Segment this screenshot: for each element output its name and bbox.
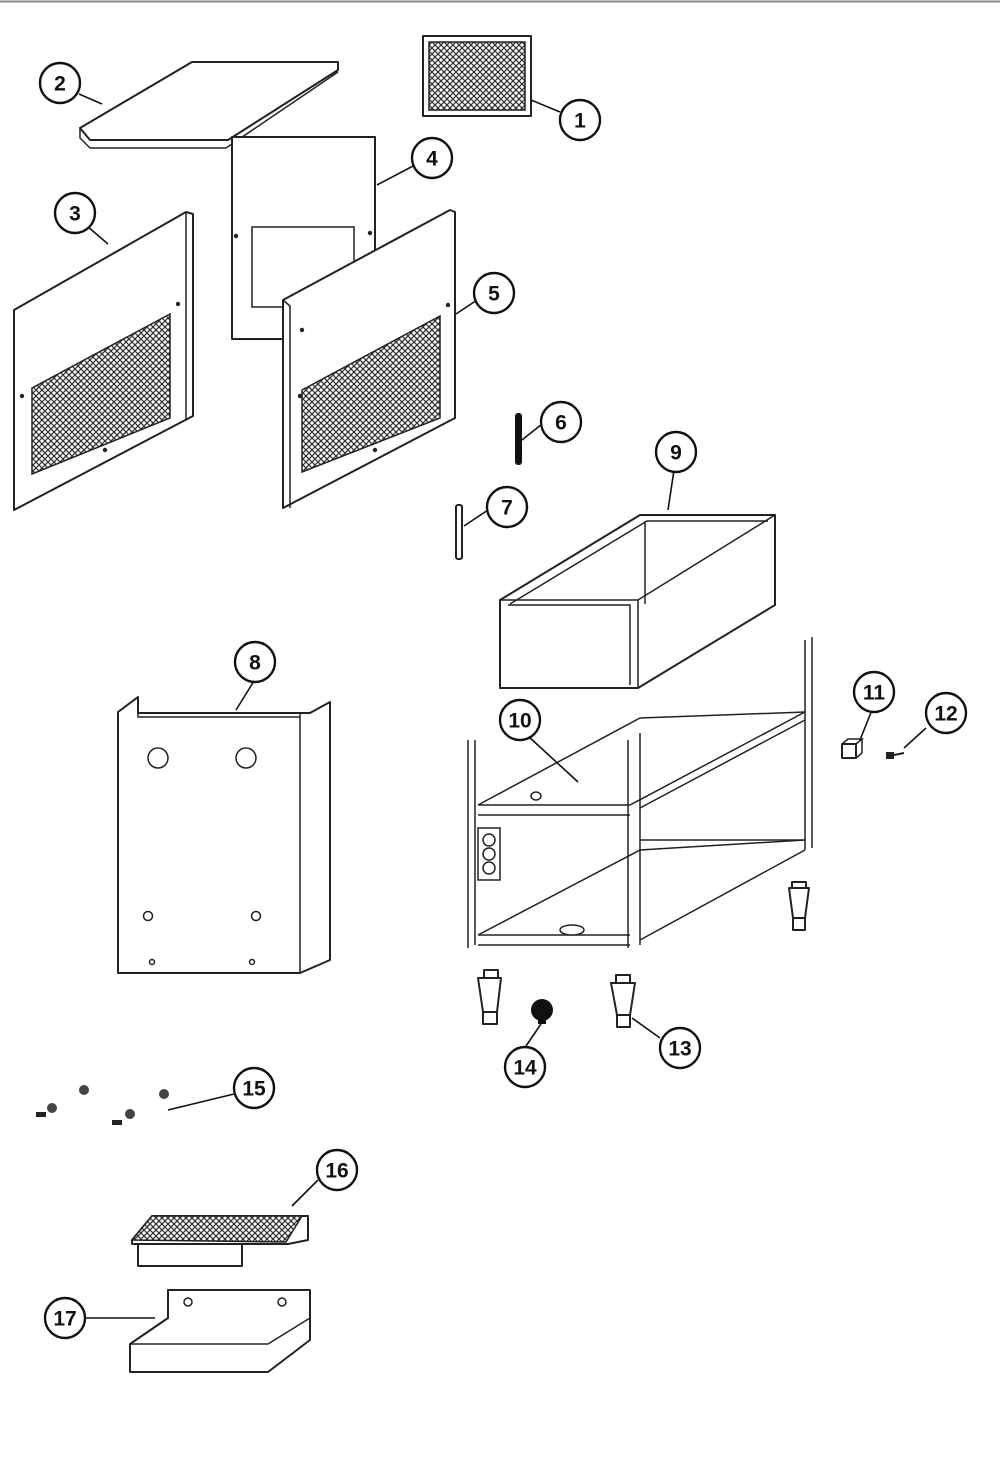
part-3-left-side-panel xyxy=(13,211,194,511)
callout-6: 6 xyxy=(539,400,583,444)
leader-lines xyxy=(78,93,927,1319)
callout-5: 5 xyxy=(472,271,516,315)
part-13-leg-left xyxy=(477,969,502,1025)
callout-3-label: 3 xyxy=(69,203,81,226)
part-11-block xyxy=(841,738,865,759)
part-10-cabinet-frame xyxy=(467,637,813,948)
callout-4-label: 4 xyxy=(426,148,438,171)
callout-13-label: 13 xyxy=(668,1038,691,1061)
callout-3: 3 xyxy=(53,191,97,235)
callout-11-label: 11 xyxy=(863,682,886,705)
callout-2: 2 xyxy=(38,61,82,105)
callout-15-label: 15 xyxy=(242,1078,266,1101)
callout-1-label: 1 xyxy=(574,110,586,133)
part-13-leg-rear xyxy=(788,881,810,931)
callout-9-label: 9 xyxy=(670,442,682,465)
part-16-drip-grate xyxy=(130,1215,309,1267)
part-12-screw xyxy=(886,752,905,759)
part-14-knob xyxy=(531,999,553,1024)
callout-17: 17 xyxy=(43,1296,87,1340)
callout-10: 10 xyxy=(498,698,542,742)
callout-10-label: 10 xyxy=(508,710,531,733)
part-1-filter xyxy=(422,35,532,117)
callout-17-label: 17 xyxy=(53,1308,76,1331)
part-9-pan xyxy=(499,514,776,689)
callout-9: 9 xyxy=(654,430,698,474)
part-7-pin xyxy=(455,504,463,560)
part-5-right-side-panel xyxy=(282,209,456,509)
callout-13: 13 xyxy=(658,1026,702,1070)
callout-15: 15 xyxy=(232,1066,276,1110)
callout-12: 12 xyxy=(924,691,968,735)
part-8-front-panel xyxy=(117,696,331,974)
callout-6-label: 6 xyxy=(555,412,567,435)
callout-11: 11 xyxy=(852,670,896,714)
part-13-leg-right xyxy=(610,974,636,1028)
part-15-hardware xyxy=(36,1085,169,1125)
callout-1: 1 xyxy=(558,98,602,142)
callout-16-label: 16 xyxy=(325,1160,348,1183)
callout-5-label: 5 xyxy=(488,283,500,306)
callout-2-label: 2 xyxy=(54,73,66,96)
part-2-top-lid xyxy=(79,61,339,149)
callout-7: 7 xyxy=(485,485,529,529)
callout-7-label: 7 xyxy=(501,497,513,520)
callout-8-label: 8 xyxy=(249,652,261,675)
part-17-drip-tray xyxy=(129,1289,311,1373)
callout-16: 16 xyxy=(315,1148,359,1192)
callout-14-label: 14 xyxy=(513,1057,537,1080)
callout-8: 8 xyxy=(233,640,277,684)
part-6-rod xyxy=(515,413,522,465)
callout-4: 4 xyxy=(410,136,454,180)
callout-12-label: 12 xyxy=(934,703,957,726)
callout-14: 14 xyxy=(503,1045,547,1089)
